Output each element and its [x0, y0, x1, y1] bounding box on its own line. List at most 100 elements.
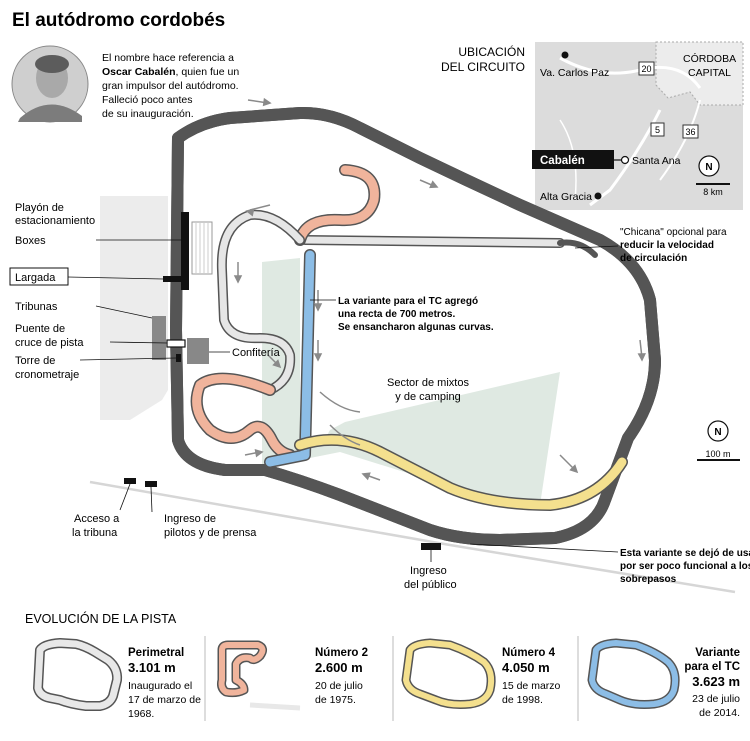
label-playon-1: Playón de: [15, 202, 64, 214]
track-salmon-upper: [295, 165, 379, 245]
chicane-connector: [557, 239, 598, 258]
label-puente-2: cruce de pista: [15, 337, 84, 349]
intro-line-4: Falleció poco antes: [102, 94, 192, 106]
label-sector-1: Sector de mixtos: [387, 377, 469, 389]
portrait-avatar: [11, 45, 89, 123]
route-5: 5: [655, 125, 660, 135]
label-sector-2: y de camping: [395, 391, 460, 403]
inner-road: [301, 236, 564, 247]
evo-1-date-2: 17 de marzo de: [128, 694, 201, 706]
location-heading-1: UBICACIÓN: [458, 44, 525, 59]
cafeteria: [187, 338, 209, 364]
track-salmon-lower: [192, 374, 295, 460]
public-road: [89, 480, 736, 594]
label-acceso-2: la tribuna: [72, 527, 118, 539]
intro-line-2: Oscar Cabalén, quien fue un: [102, 66, 239, 78]
place-cordoba-2: CAPITAL: [688, 67, 731, 79]
intro-line-3: gran impulsor del autódromo.: [102, 80, 239, 92]
location-heading-2: DEL CIRCUITO: [441, 60, 525, 74]
mini-track-variante-tc: [587, 638, 680, 709]
largada-box: [9, 267, 69, 286]
evo-4-length: 3.623 m: [692, 674, 740, 689]
label-ingreso-pilotos-1: Ingreso de: [164, 513, 216, 525]
north-icon: [707, 420, 729, 442]
scale-label: 100 m: [705, 449, 730, 459]
evo-2-title: Número 2: [315, 647, 368, 659]
place-cordoba-1: CÓRDOBA: [683, 52, 736, 65]
route-shield-36: [682, 124, 699, 139]
map-scale-label: 8 km: [703, 187, 723, 197]
label-variante-tc-2: una recta de 700 metros.: [338, 309, 455, 320]
cabalen-tag: [532, 150, 614, 169]
route-shield-20: [638, 61, 655, 76]
boxes-building: [181, 212, 189, 290]
evo-1-title: Perimetral: [128, 647, 184, 659]
evo-1-length: 3.101 m: [128, 660, 176, 675]
label-ingreso-pilotos-2: pilotos y de prensa: [164, 527, 257, 539]
label-largada: Largada: [15, 272, 56, 284]
leader-lines: [67, 239, 619, 562]
label-acceso-1: Acceso a: [74, 513, 120, 525]
town-dot-santa-ana: [620, 155, 630, 165]
route-20: 20: [641, 64, 651, 74]
route-36: 36: [685, 127, 695, 137]
place-alta-gracia: Alta Gracia: [540, 191, 592, 203]
evo-1-date-1: Inaugurado el: [128, 680, 192, 692]
label-playon-2: estacionamiento: [15, 215, 95, 227]
label-torre-1: Torre de: [15, 355, 55, 367]
evo-2-length: 2.600 m: [315, 660, 363, 675]
mini-track-numero-2: [217, 640, 301, 711]
gate-publico: [421, 543, 441, 550]
label-chicana-3: de circulación: [620, 253, 687, 264]
start-line-marker: [163, 276, 181, 282]
label-puente-1: Puente de: [15, 323, 65, 335]
label-variante-tc-1: La variante para el TC agregó: [338, 296, 478, 307]
label-variante-tc-3: Se ensancharon algunas curvas.: [338, 322, 494, 333]
mini-track-numero-4: [401, 638, 496, 709]
town-dot-alta-gracia: [594, 192, 602, 200]
route-shield-5: [650, 122, 665, 137]
evo-2-date-2: de 1975.: [315, 694, 356, 706]
evolution-heading: EVOLUCIÓN DE LA PISTA: [25, 611, 177, 626]
place-cabalen: Cabalén: [540, 155, 585, 167]
location-map: UBICACIÓN DEL CIRCUITO Va. Carlos Paz CÓ…: [441, 41, 744, 210]
place-carlos-paz: Va. Carlos Paz: [540, 67, 609, 79]
intro-line-1: El nombre hace referencia a: [102, 52, 234, 64]
evo-3-date-2: de 1998.: [502, 694, 543, 706]
evo-4-title-1: Variante: [695, 647, 740, 659]
page-title: El autódromo cordobés: [12, 10, 225, 31]
track-yellow-variant: [295, 435, 627, 510]
grandstand: [152, 316, 166, 360]
evo-4-date-1: 23 de julio: [692, 693, 740, 705]
label-ingreso-publico-1: Ingreso: [410, 565, 447, 577]
gate-tribuna: [124, 478, 136, 484]
evo-4-title-2: para el TC: [684, 661, 740, 673]
label-variante-yellow-1: Esta variante se dejó de usar: [620, 548, 750, 559]
label-boxes: Boxes: [15, 235, 46, 247]
label-chicana-2: reducir la velocidad: [620, 240, 714, 251]
track-blue-variant: [265, 250, 315, 467]
label-variante-yellow-3: sobrepasos: [620, 574, 677, 585]
mini-track-perimetral: [33, 638, 123, 711]
boxes-annex: [191, 221, 213, 275]
evo-2-date-1: 20 de julio: [315, 680, 363, 692]
map-north-letter: N: [705, 162, 712, 173]
direction-arrows: [234, 98, 646, 481]
timing-tower: [176, 354, 181, 362]
intro-name: Oscar Cabalén: [102, 66, 176, 78]
label-torre-2: cronometraje: [15, 369, 79, 381]
bridge: [166, 339, 186, 348]
place-santa-ana: Santa Ana: [632, 155, 681, 167]
evo-3-length: 4.050 m: [502, 660, 550, 675]
label-variante-yellow-2: por ser poco funcional a los: [620, 561, 750, 572]
evo-4-date-2: de 2014.: [699, 707, 740, 719]
label-ingreso-publico-2: del público: [404, 579, 457, 591]
evo-1-date-3: 1968.: [128, 708, 154, 720]
evo-3-title: Número 4: [502, 647, 556, 659]
north-compass-icon: [698, 155, 720, 177]
intro-line-5: de su inauguración.: [102, 108, 194, 120]
label-tribunas: Tribunas: [15, 301, 58, 313]
gate-pilotos: [145, 481, 157, 487]
label-confiteria: Confitería: [232, 347, 281, 359]
